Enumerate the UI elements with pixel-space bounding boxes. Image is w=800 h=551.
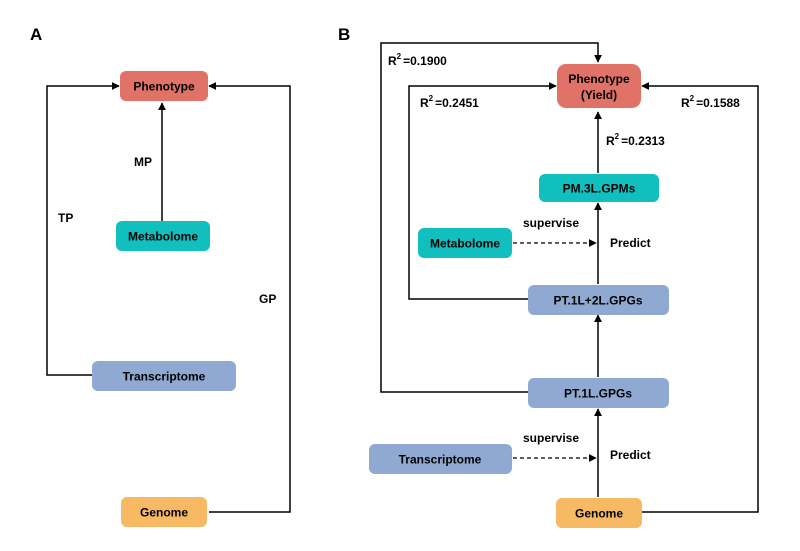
node-phenotype-yield: Phenotype (Yield) xyxy=(557,64,641,108)
node-phenotype-a: Phenotype xyxy=(120,71,208,101)
node-phenotype-yield-line1: Phenotype xyxy=(568,72,630,86)
edge-label-tp: TP xyxy=(58,211,73,225)
edge-label-mp: MP xyxy=(134,155,152,169)
edge-pt1l-to-phenotype xyxy=(380,42,602,393)
node-transcriptome-a: Transcriptome xyxy=(92,361,236,391)
panel-a-label: A xyxy=(30,25,42,44)
node-phenotype-a-label: Phenotype xyxy=(133,80,195,94)
node-metabolome-b-label: Metabolome xyxy=(430,237,500,251)
panel-b-label: B xyxy=(338,25,350,44)
node-pt1l-gpgs-label: PT.1L.GPGs xyxy=(564,387,632,401)
node-pt1l-gpgs: PT.1L.GPGs xyxy=(528,378,669,408)
node-pt1l2l-gpgs: PT.1L+2L.GPGs xyxy=(528,285,669,315)
node-genome-b-label: Genome xyxy=(575,507,623,521)
edge-tp xyxy=(46,82,120,376)
node-transcriptome-b: Transcriptome xyxy=(369,444,512,474)
edge-label-gp: GP xyxy=(259,292,276,306)
label-predict-top: Predict xyxy=(610,236,651,250)
r2-label-outer-left: R2=0.1900 xyxy=(388,52,447,68)
edge-genome-to-phenotype xyxy=(641,82,759,513)
node-pt1l2l-gpgs-label: PT.1L+2L.GPGs xyxy=(553,294,642,308)
label-predict-bottom: Predict xyxy=(610,448,651,462)
label-supervise-bottom: supervise xyxy=(523,431,579,445)
node-pm3l-gpms: PM.3L.GPMs xyxy=(539,174,659,202)
edge-pt1l2l-to-phenotype xyxy=(408,82,557,300)
node-pm3l-gpms-label: PM.3L.GPMs xyxy=(563,182,636,196)
node-metabolome-a: Metabolome xyxy=(116,221,210,251)
node-genome-a: Genome xyxy=(121,497,207,527)
r2-label-right: R2=0.1588 xyxy=(681,94,740,110)
edge-gp xyxy=(208,82,291,513)
r2-label-center: R2=0.2313 xyxy=(606,132,665,148)
node-metabolome-b: Metabolome xyxy=(418,228,512,258)
node-genome-b: Genome xyxy=(556,498,642,528)
r2-label-inner-left: R2=0.2451 xyxy=(420,94,479,110)
node-transcriptome-a-label: Transcriptome xyxy=(123,370,206,384)
node-metabolome-a-label: Metabolome xyxy=(128,230,198,244)
node-phenotype-yield-line2: (Yield) xyxy=(581,88,617,102)
node-transcriptome-b-label: Transcriptome xyxy=(399,453,482,467)
node-genome-a-label: Genome xyxy=(140,506,188,520)
label-supervise-top: supervise xyxy=(523,216,579,230)
